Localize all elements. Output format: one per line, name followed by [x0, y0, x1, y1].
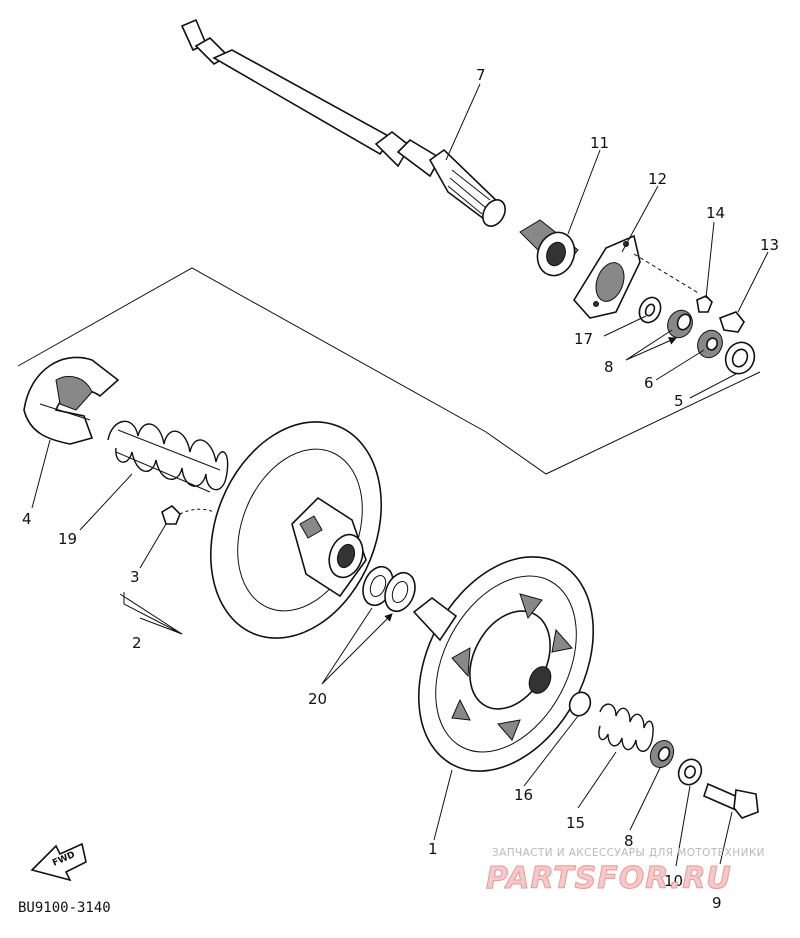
sliding-sheave	[209, 421, 383, 639]
group-boundary-line	[17, 267, 761, 635]
washer-5	[724, 341, 756, 375]
watermark-brand: PARTSFOR.RU	[486, 861, 732, 896]
callout-7: 7	[476, 66, 486, 84]
collar-8	[667, 309, 693, 339]
watermark: ЗАПЧАСТИ И АКСЕССУАРЫ ДЛЯ МОТОТЕХНИКИ PA…	[486, 847, 765, 897]
callout-labels: 7 11 12 14 13 17 8 6 5 4 19 3 2 20 1 16 …	[22, 66, 779, 912]
callout-8-upper: 8	[604, 358, 614, 376]
callout-20: 20	[308, 690, 327, 708]
cam	[23, 356, 120, 445]
callout-19: 19	[58, 530, 77, 548]
bearing	[519, 219, 579, 277]
collar-8-lower	[649, 739, 675, 769]
spring-15	[598, 703, 654, 752]
forward-arrow-icon: FWD	[30, 842, 87, 882]
slider	[161, 504, 215, 525]
callout-12: 12	[648, 170, 667, 188]
callout-14: 14	[706, 204, 725, 222]
washer-6	[697, 329, 723, 359]
callout-15: 15	[566, 814, 585, 832]
callout-13: 13	[760, 236, 779, 254]
callout-11: 11	[590, 134, 609, 152]
bolt-9	[703, 782, 759, 819]
callout-5: 5	[674, 392, 684, 410]
primary-shaft	[180, 18, 506, 227]
callout-1: 1	[428, 840, 438, 858]
callout-8-lower: 8	[624, 832, 634, 850]
watermark-caption: ЗАПЧАСТИ И АКСЕССУАРЫ ДЛЯ МОТОТЕХНИКИ	[492, 847, 765, 859]
callout-17: 17	[574, 330, 593, 348]
callout-9: 9	[712, 894, 722, 912]
compression-spring	[107, 420, 229, 493]
callout-10: 10	[664, 872, 683, 890]
callout-3: 3	[130, 568, 140, 586]
nut-14	[696, 295, 713, 313]
washer-17	[638, 296, 662, 324]
bolt-13	[718, 311, 745, 333]
cover-plate	[573, 234, 701, 319]
oil-seals	[362, 565, 416, 613]
callout-4: 4	[22, 510, 32, 528]
callout-16: 16	[514, 786, 533, 804]
callout-6: 6	[644, 374, 654, 392]
spacer-16	[568, 691, 592, 717]
diagram-code: BU9100-3140	[18, 900, 111, 916]
callout-2: 2	[132, 634, 142, 652]
leader-lines	[31, 83, 769, 867]
fixed-sheave	[412, 556, 595, 772]
washer-10	[677, 758, 703, 786]
